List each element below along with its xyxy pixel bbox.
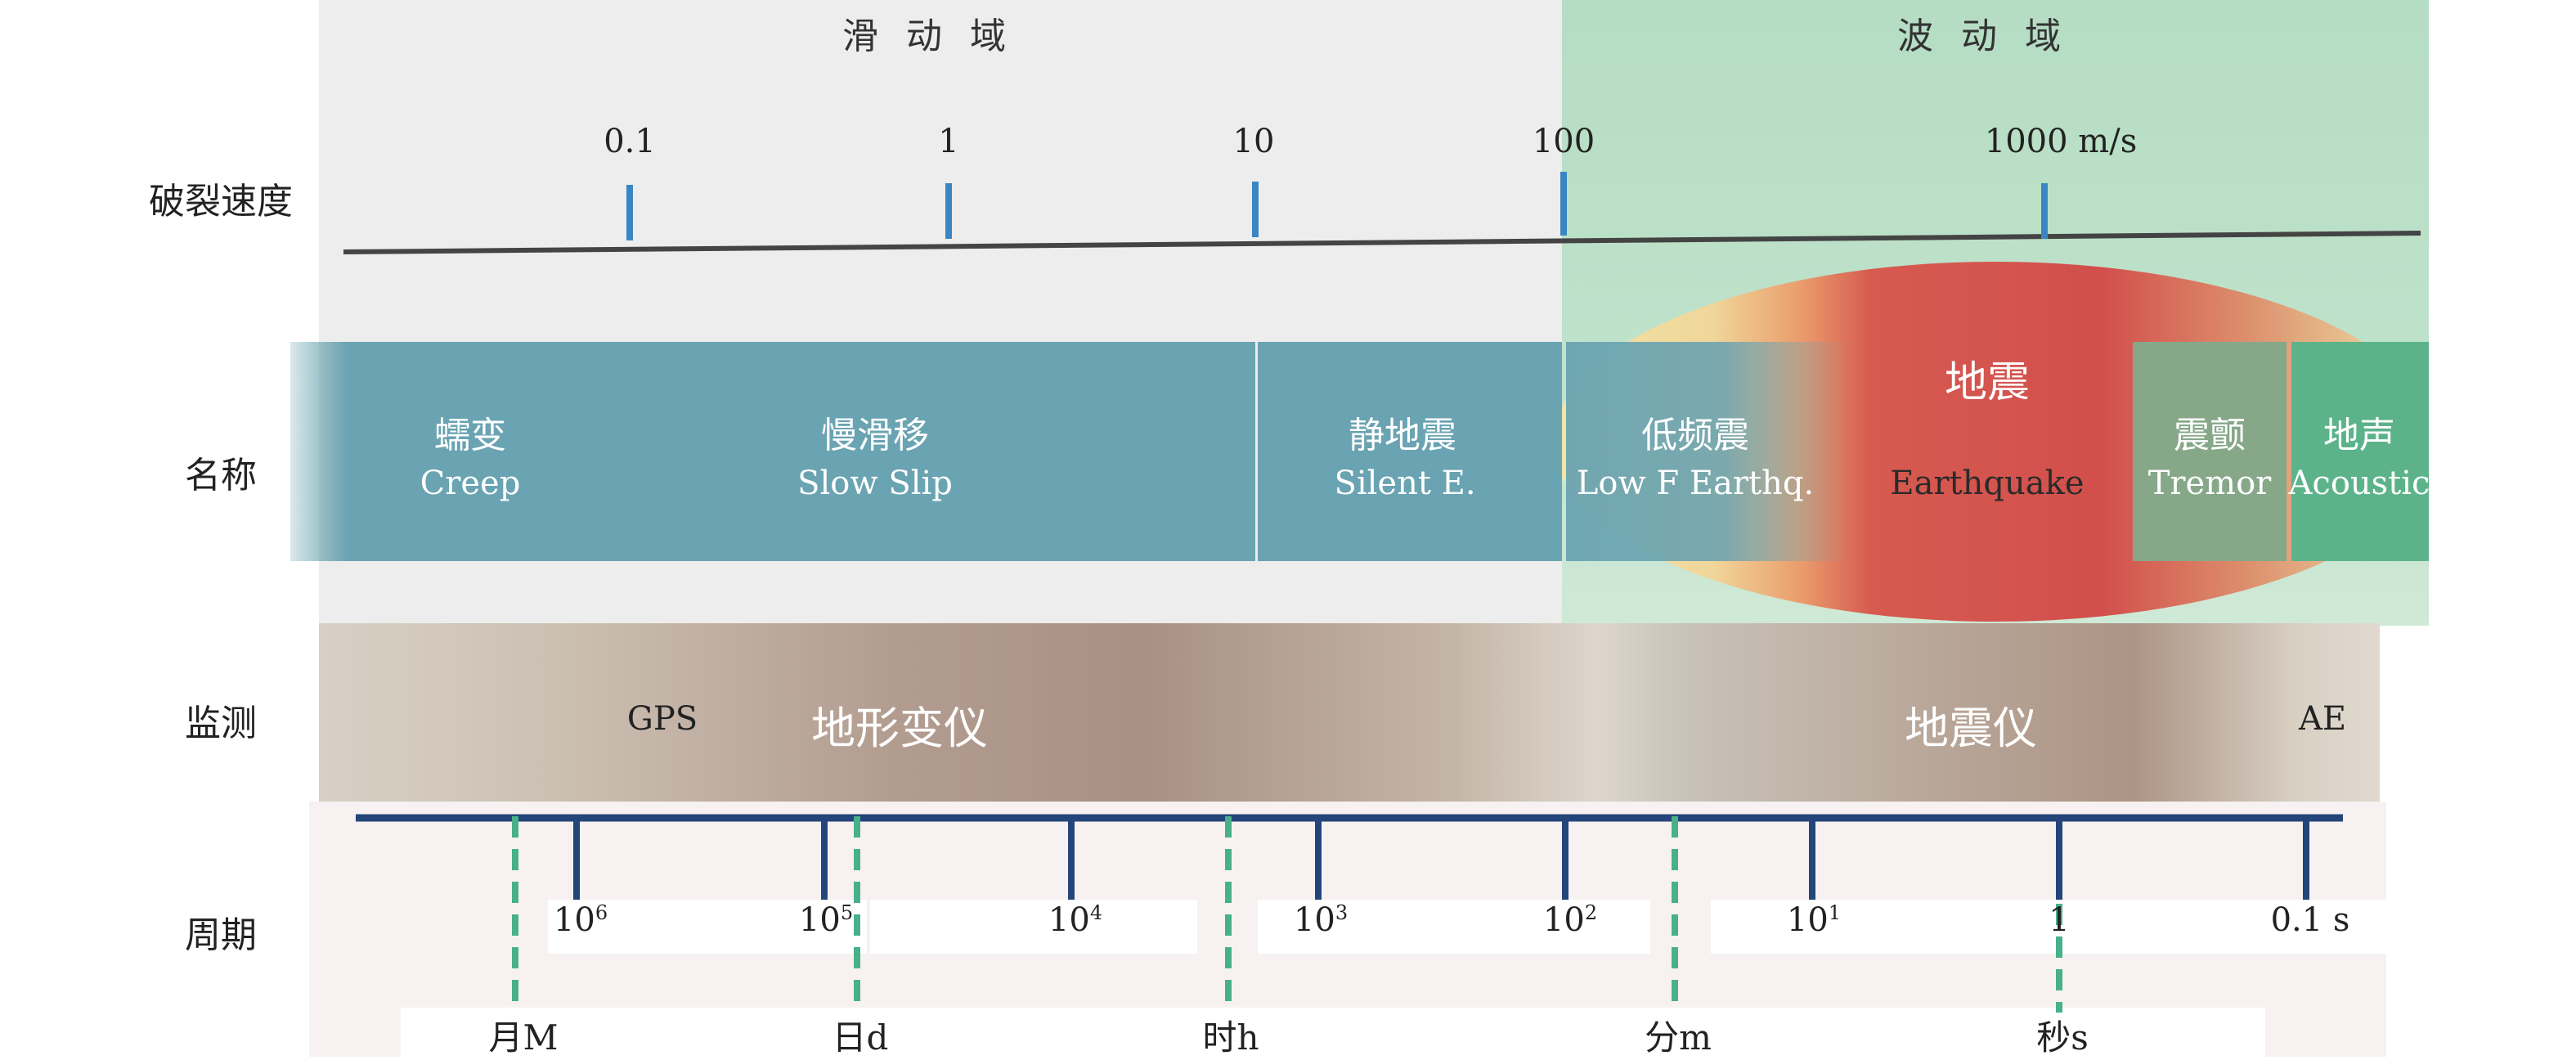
period-label-base: 0.1 s xyxy=(2270,901,2350,939)
period-label-exp: 4 xyxy=(1089,901,1103,924)
name-slowslip-cn: 慢滑移 xyxy=(821,415,929,456)
period-label-box xyxy=(1258,900,1650,954)
speed-tick-label: 1000 m/s xyxy=(1984,123,2138,160)
period-label-1e4: 104 xyxy=(1048,901,1102,939)
period-label-0.1: 0.1 s xyxy=(2271,901,2350,939)
period-label-exp: 5 xyxy=(840,901,854,924)
monitor-seismograph: 地震仪 xyxy=(1905,703,2037,754)
period-label-1: 1 xyxy=(2049,901,2069,939)
speed-tick-label: 10 xyxy=(1232,123,1275,160)
monitor-band xyxy=(319,623,2380,811)
time-label-hour: 时h xyxy=(1202,1017,1259,1058)
time-label-day: 日d xyxy=(832,1017,889,1058)
period-label-box xyxy=(1711,900,2398,954)
period-label-base: 10 xyxy=(1293,901,1335,939)
slip-domain-title: 滑 动 域 xyxy=(842,16,1014,57)
period-label-base: 10 xyxy=(1542,901,1585,939)
row-label-speed: 破裂速度 xyxy=(149,181,293,222)
name-quake-en: Earthquake xyxy=(1890,465,2085,502)
period-label-1e5: 105 xyxy=(799,901,853,939)
name-slowslip-en: Slow Slip xyxy=(797,465,953,502)
creep-slowslip-block xyxy=(290,342,1255,561)
period-label-base: 10 xyxy=(798,901,841,939)
period-label-exp: 3 xyxy=(1335,901,1349,924)
monitor-ae: AE xyxy=(2298,700,2347,738)
name-tremor-cn: 震颤 xyxy=(2174,415,2246,456)
monitor-deformation: 地形变仪 xyxy=(811,703,988,754)
period-label-base: 10 xyxy=(553,901,595,939)
time-label-month: 月M xyxy=(488,1017,559,1058)
speed-axis xyxy=(343,172,2421,254)
name-creep-cn: 蠕变 xyxy=(434,415,506,456)
period-axis xyxy=(356,814,2343,1013)
period-label-exp: 2 xyxy=(1584,901,1598,924)
period-label-1e1: 101 xyxy=(1787,901,1841,939)
period-label-1e3: 103 xyxy=(1294,901,1348,939)
name-lowf-cn: 低频震 xyxy=(1641,415,1749,456)
row-label-monitor: 监测 xyxy=(185,703,257,744)
name-tremor-en: Tremor xyxy=(2147,465,2272,502)
time-label-second: 秒s xyxy=(2036,1017,2089,1058)
period-label-base: 10 xyxy=(1048,901,1090,939)
name-acoustic-cn: 地声 xyxy=(2323,415,2395,456)
silent-earthquake-block xyxy=(1258,342,1562,561)
name-acoustic-en: Acoustic xyxy=(2288,465,2430,502)
period-label-exp: 6 xyxy=(595,901,608,924)
speed-tick-label: 1 xyxy=(938,123,959,160)
speed-tick-label: 100 xyxy=(1532,123,1595,160)
period-label-box xyxy=(870,900,1197,954)
name-quake-cn: 地震 xyxy=(1944,358,2031,407)
period-label-1e2: 102 xyxy=(1543,901,1597,939)
name-creep-en: Creep xyxy=(420,465,521,502)
row-label-period: 周期 xyxy=(185,914,257,956)
acoustic-block xyxy=(2291,342,2429,561)
name-lowf-en: Low F Earthq. xyxy=(1576,465,1815,502)
period-label-base: 10 xyxy=(1786,901,1829,939)
row-label-name: 名称 xyxy=(185,455,257,496)
name-silent-en: Silent E. xyxy=(1334,465,1476,502)
monitor-gps: GPS xyxy=(626,700,698,738)
low-frequency-block xyxy=(1566,342,1852,561)
time-unit-box xyxy=(401,1008,2265,1057)
speed-axis-line xyxy=(343,231,2421,254)
time-label-minute: 分m xyxy=(1645,1017,1712,1058)
wave-domain-title: 波 动 域 xyxy=(1897,16,2069,57)
period-label-1e6: 106 xyxy=(554,901,608,939)
name-silent-cn: 静地震 xyxy=(1349,415,1456,456)
tremor-block xyxy=(2133,342,2287,561)
speed-tick-label: 0.1 xyxy=(604,123,656,160)
period-label-exp: 1 xyxy=(1828,901,1842,924)
period-label-base: 1 xyxy=(2049,901,2070,939)
period-label-box xyxy=(548,900,867,954)
